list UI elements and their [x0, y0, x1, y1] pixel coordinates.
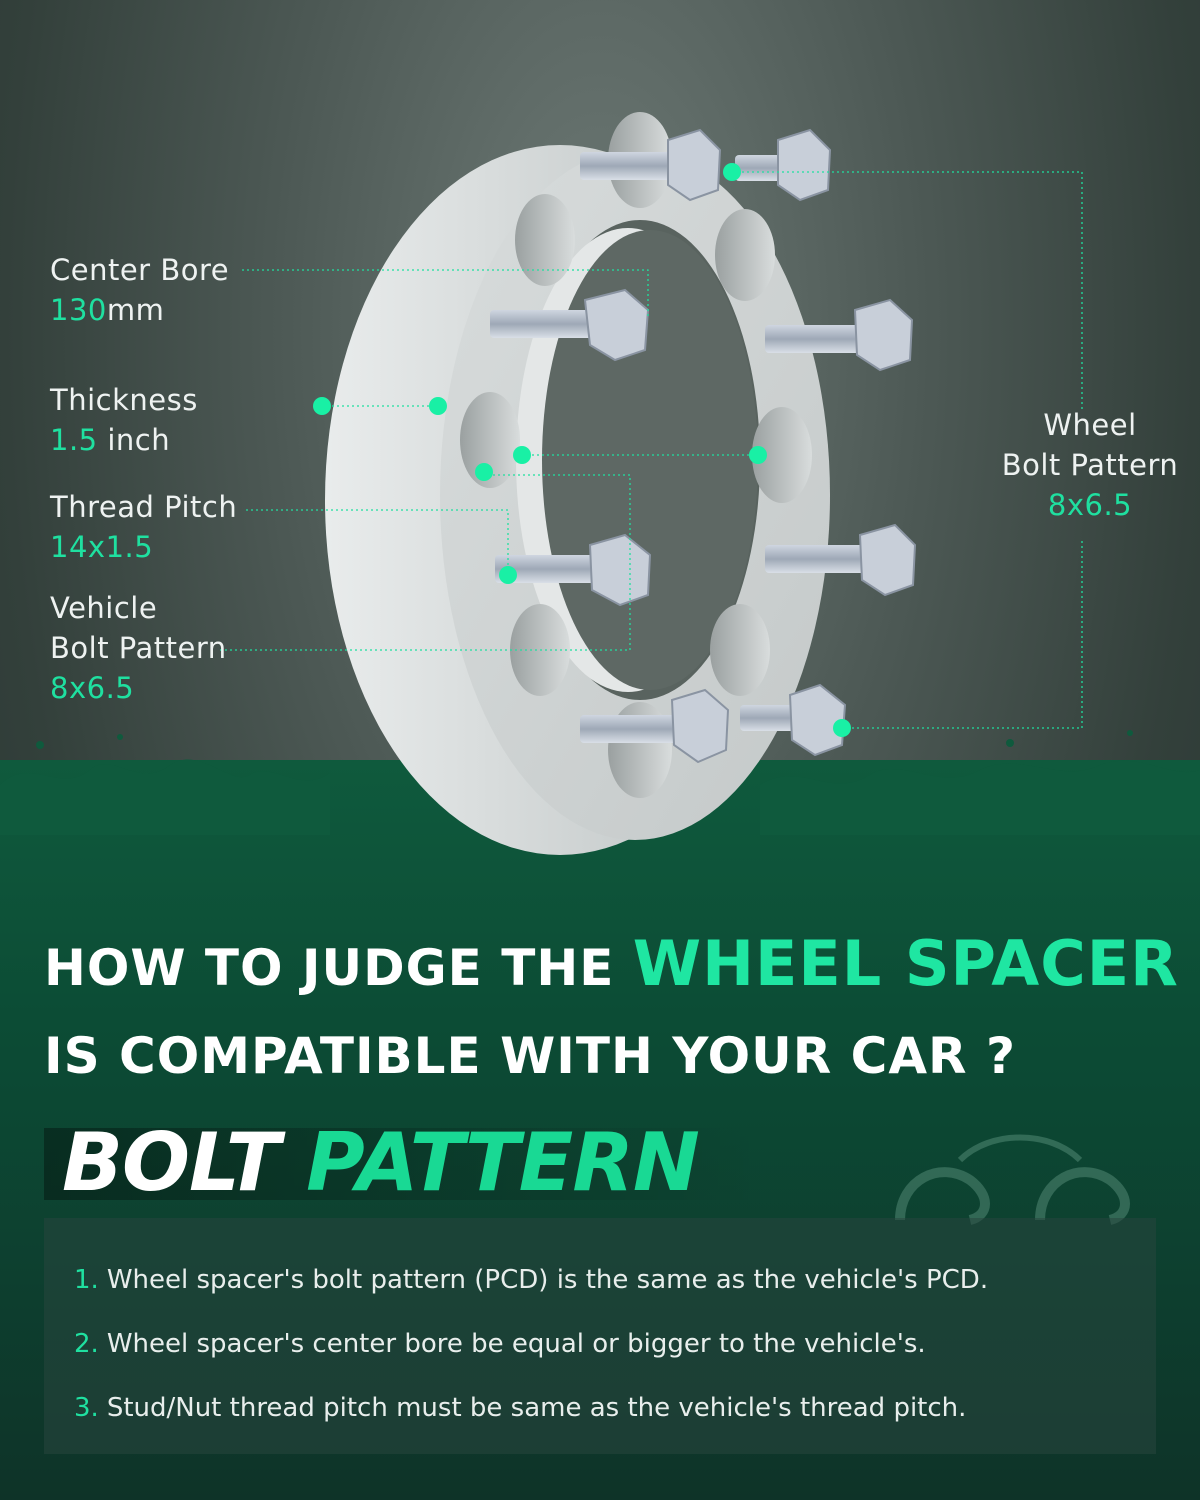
section-title-part1: BOLT	[62, 1116, 280, 1209]
tip-number: 3.	[74, 1393, 99, 1423]
headline-line1-a: HOW TO JUDGE THE	[44, 939, 633, 997]
tip-item: 3.Stud/Nut thread pitch must be same as …	[74, 1390, 966, 1426]
tip-number: 1.	[74, 1265, 99, 1295]
paint-splash-edge	[0, 730, 1200, 835]
thickness-label: Thickness 1.5 inch	[50, 380, 198, 460]
thickness-title: Thickness	[50, 383, 198, 417]
section-title-part2: PATTERN	[306, 1116, 700, 1209]
decorative-link-icon	[895, 1134, 1130, 1225]
tip-text: Wheel spacer's bolt pattern (PCD) is the…	[106, 1265, 989, 1295]
tip-number: 2.	[74, 1329, 99, 1359]
wheel-bolt-pattern-line2: Bolt Pattern	[1001, 448, 1179, 482]
center-bore-label: Center Bore 130mm	[50, 250, 229, 330]
annotation-leaders	[220, 171, 1083, 729]
tip-text: Wheel spacer's center bore be equal or b…	[106, 1329, 926, 1359]
annotation-dots	[313, 163, 851, 737]
wheel-spacer-illustration	[220, 112, 1083, 855]
thread-pitch-value: 14x1.5	[50, 530, 154, 564]
wheel-bolt-pattern-label: Wheel Bolt Pattern 8x6.5	[1000, 405, 1180, 525]
wheel-bolt-pattern-line1: Wheel	[1043, 408, 1137, 442]
thickness-unit: inch	[97, 423, 171, 457]
tip-item: 1.Wheel spacer's bolt pattern (PCD) is t…	[74, 1262, 988, 1298]
center-bore-title: Center Bore	[50, 253, 230, 287]
thread-pitch-label: Thread Pitch 14x1.5	[50, 487, 237, 567]
headline-line2: IS COMPATIBLE WITH YOUR CAR ?	[44, 1027, 1016, 1085]
vehicle-bolt-pattern-label: Vehicle Bolt Pattern 8x6.5	[50, 588, 227, 708]
headline: HOW TO JUDGE THE WHEEL SPACER IS COMPATI…	[44, 920, 1184, 1100]
section-title-band	[44, 1128, 764, 1200]
tip-text: Stud/Nut thread pitch must be same as th…	[106, 1393, 967, 1423]
section-title: BOLT PATTERN	[62, 1116, 700, 1209]
wheel-bolt-pattern-value: 8x6.5	[1047, 488, 1133, 522]
tips-panel: 1.Wheel spacer's bolt pattern (PCD) is t…	[44, 1218, 1156, 1454]
thickness-value: 1.5	[50, 423, 98, 457]
vehicle-bolt-pattern-line2: Bolt Pattern	[50, 631, 227, 665]
center-bore-unit: mm	[106, 293, 165, 327]
tip-item: 2.Wheel spacer's center bore be equal or…	[74, 1326, 926, 1362]
thread-pitch-title: Thread Pitch	[50, 490, 238, 524]
vehicle-bolt-pattern-line1: Vehicle	[50, 591, 158, 625]
headline-line1-b: WHEEL SPACER	[632, 927, 1179, 1000]
vehicle-bolt-pattern-value: 8x6.5	[50, 671, 135, 705]
center-bore-value: 130	[50, 293, 107, 327]
